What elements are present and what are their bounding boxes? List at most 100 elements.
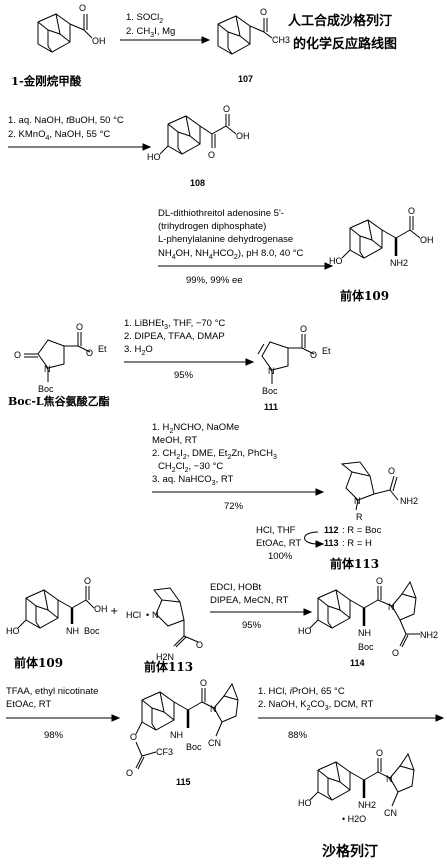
atom-ho: HO (147, 152, 161, 162)
step3-condition-2: (trihydrogen diphosphate) (158, 221, 266, 232)
atom-o: O (126, 768, 133, 778)
deprotection-arrowhead (315, 540, 325, 548)
step5-condition-4: CH2Cl2, −30 °C (158, 461, 223, 474)
atom-et: Et (322, 346, 331, 356)
compound-number-111: 111 (264, 402, 278, 412)
step4-condition-2: 2. DIPEA, TFAA, DMAP (124, 331, 225, 342)
title-line-1: 人工合成沙格列汀 (288, 13, 392, 29)
step5-condition-3: 2. CH2I2, DME, Et2Zn, PhCH3 (152, 448, 277, 461)
compound-number-107: 107 (238, 74, 253, 84)
precursor-109-structure (341, 216, 421, 259)
plus-sign: + (110, 606, 118, 617)
atom-o: O (84, 576, 91, 586)
atom-oh: OH (94, 604, 108, 614)
precursor-109-label-b: 前体109 (14, 655, 63, 670)
step5-rev-yield: 100% (268, 551, 293, 562)
atom-o: O (260, 7, 267, 17)
atom-boc: Boc (38, 384, 54, 394)
arrowhead-4 (245, 358, 255, 366)
atom-o: O (14, 350, 21, 360)
compound-108-structure (159, 114, 237, 155)
boc-pyroglutamate-ethyl-ester-structure (24, 332, 91, 382)
adamantane-carboxylic-acid-structure (37, 13, 93, 53)
atom-o: O (392, 648, 399, 658)
precursor-109-label: 前体109 (340, 288, 389, 303)
compound-112-113-structure (340, 461, 399, 511)
atom-o: O (130, 732, 137, 742)
atom-o: O (76, 322, 83, 332)
step8-yield: 88% (288, 730, 308, 741)
atom-boc: Boc (186, 742, 202, 752)
atom-cn: CN (208, 738, 221, 748)
atom-n: N (268, 366, 275, 376)
step1-condition-2: 2. CH3I, Mg (126, 26, 175, 39)
step1-condition-1: 1. SOCl2 (126, 12, 163, 25)
atom-h2n: H2N (156, 652, 174, 662)
compound-number-113: 113 (324, 538, 339, 548)
step5-rev-condition-1: HCl, THF (256, 525, 296, 536)
step3-condition-1: DL-dithiothreitol adenosine 5'- (158, 208, 284, 219)
atom-ho: HO (329, 256, 343, 266)
atom-ho: HO (298, 626, 312, 636)
step4-condition-1: 1. LiBHEt3, THF, −70 °C (124, 318, 225, 331)
compound-107-structure (217, 15, 273, 55)
arrowhead-3 (324, 262, 334, 270)
step7-yield: 98% (44, 730, 64, 741)
step6-condition-2: DIPEA, MeCN, RT (210, 595, 289, 606)
boc-pyroglutamate-label: Boc-L焦谷氨酸乙酯 (8, 394, 110, 408)
atom-o: O (79, 3, 86, 13)
precursor-113-label-b: 前体113 (144, 659, 193, 674)
saxagliptin-structure (309, 752, 415, 807)
arrowhead-6 (303, 608, 313, 616)
atom-nh2: NH2 (358, 800, 376, 810)
atom-nh2: NH2 (390, 258, 408, 268)
atom-o: O (376, 748, 383, 758)
atom-oh: OH (420, 235, 434, 245)
atom-ch3: CH3 (272, 35, 290, 45)
step7-condition-2: EtOAc, RT (6, 699, 51, 710)
compound-115-structure (135, 682, 239, 770)
atom-o-ester: O (310, 350, 317, 360)
step5-rev-condition-2: EtOAc, RT (256, 538, 301, 549)
compound-number-108: 108 (190, 178, 205, 188)
arrowhead-1 (201, 36, 211, 44)
atom-o: O (223, 104, 230, 114)
arrowhead-2 (142, 143, 152, 151)
precursor-109-boc-structure (17, 586, 95, 629)
step3-condition-3: L-phenylalanine dehydrogenase (158, 234, 293, 245)
compound-number-114: 114 (350, 658, 365, 668)
step5-yield: 72% (224, 501, 244, 512)
atom-ho: HO (6, 626, 20, 636)
step3-yield: 99%, 99% ee (186, 275, 243, 286)
atom-nh2: NH2 (400, 496, 418, 506)
atom-n: N (354, 496, 361, 506)
compound-114-structure (309, 580, 420, 648)
step4-condition-3: 3. H2O (124, 344, 153, 357)
atom-o: O (200, 678, 207, 688)
step5-condition-1: 1. H2NCHO, NaOMe (152, 422, 239, 435)
precursor-113-hcl-structure (153, 587, 199, 648)
atom-oh: OH (236, 131, 250, 141)
atom-boc: Boc (358, 642, 374, 652)
atom-o: O (300, 324, 307, 334)
title-line-2: 的化学反应路线图 (293, 36, 397, 52)
atom-dot: • (146, 610, 149, 620)
atom-ho: HO (298, 798, 312, 808)
atom-h2o: • H2O (342, 814, 366, 824)
step7-condition-1: TFAA, ethyl nicotinate (6, 686, 98, 697)
step2-condition-1: 1. aq. NaOH, tBuOH, 50 °C (8, 115, 124, 126)
atom-n: N (388, 602, 395, 612)
atom-o: O (208, 150, 215, 160)
atom-n: N (44, 364, 51, 374)
atom-n: N (210, 704, 217, 714)
arrowhead-8 (435, 714, 445, 722)
atom-cn: CN (384, 808, 397, 818)
compound-number-115: 115 (176, 777, 191, 787)
compound-number-112: 112 (324, 525, 339, 535)
atom-cf3: CF3 (156, 747, 173, 757)
atom-o: O (388, 466, 395, 476)
atom-n: N (152, 610, 159, 620)
saxagliptin-label: 沙格列汀 (322, 843, 378, 860)
step5-condition-2: MeOH, RT (152, 435, 197, 446)
